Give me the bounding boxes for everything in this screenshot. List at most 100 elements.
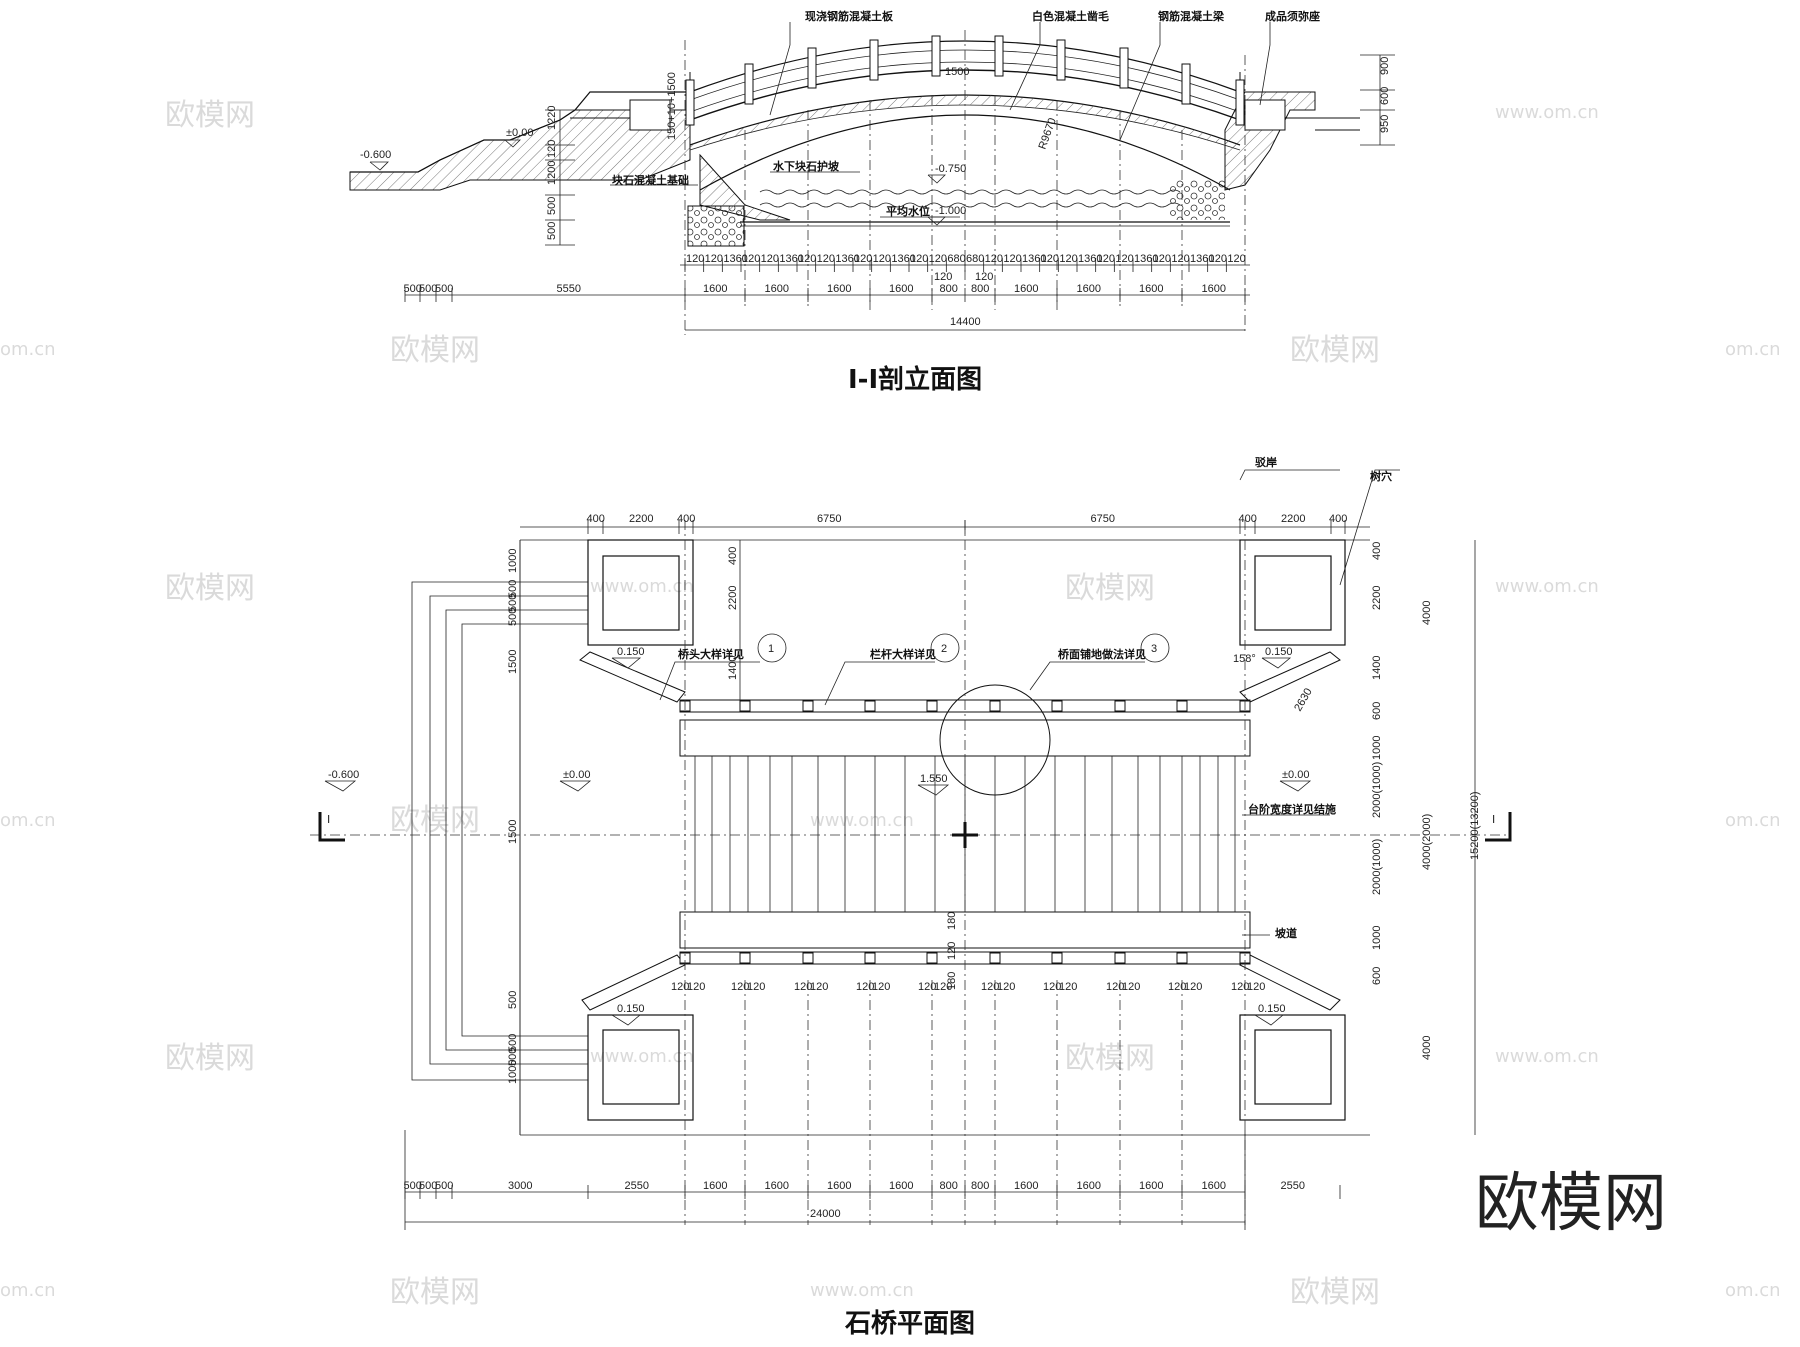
elev-marker bbox=[504, 139, 521, 148]
elev-marker bbox=[927, 174, 946, 184]
leader bbox=[1259, 22, 1271, 106]
dim-total-section: 14400 bbox=[950, 316, 981, 328]
dim-label: 120 bbox=[872, 981, 890, 993]
dim-label: 1600 bbox=[827, 1180, 851, 1192]
dim-label: 500 bbox=[507, 1048, 519, 1066]
dim-label: 120 bbox=[873, 253, 891, 265]
dim-label: 2550 bbox=[625, 1180, 649, 1192]
watermark: om.cn bbox=[0, 810, 56, 831]
watermark: 欧模网 bbox=[1290, 1275, 1380, 1310]
dim-vert-mid: 180 bbox=[946, 912, 958, 930]
watermark: www.om.cn bbox=[810, 1280, 914, 1301]
leader bbox=[824, 661, 935, 706]
railing-post bbox=[989, 700, 1001, 712]
cut-mark-right bbox=[1485, 812, 1512, 842]
dim-mid: 120 bbox=[975, 271, 993, 283]
dim-vert-mid: 120 bbox=[946, 942, 958, 960]
elev-label: 0.150 bbox=[1258, 1003, 1286, 1015]
dim-label: 600 bbox=[1371, 702, 1383, 720]
elev-label: ±0.00 bbox=[563, 769, 590, 781]
watermark: 欧模网 bbox=[1065, 571, 1155, 606]
right-riprap bbox=[1170, 180, 1225, 220]
watermark: 欧模网 bbox=[390, 333, 480, 368]
dim-label: 5550 bbox=[557, 283, 581, 295]
note-rubble-foundation: 块石混凝土基础 bbox=[612, 173, 689, 187]
elev-label: 0.150 bbox=[1265, 646, 1293, 658]
leader bbox=[659, 661, 760, 701]
dim-label: 500 bbox=[404, 283, 422, 295]
dim-left: 1200 bbox=[546, 161, 558, 185]
dim-label: 600 bbox=[1371, 967, 1383, 985]
note-water-level: 平均水位 bbox=[886, 204, 930, 218]
dim-label: 120 bbox=[686, 253, 704, 265]
dim-label: 2550 bbox=[1281, 1180, 1305, 1192]
dim-label: 120 bbox=[798, 253, 816, 265]
detail-circle bbox=[939, 684, 1051, 796]
railing-post bbox=[864, 700, 876, 712]
railing-post bbox=[926, 952, 938, 964]
railing-post bbox=[864, 952, 876, 964]
dim-label: 120 bbox=[1168, 981, 1186, 993]
dim-label: 120 bbox=[687, 981, 705, 993]
dim-label: 1600 bbox=[1014, 283, 1038, 295]
dim-label: 120 bbox=[1097, 253, 1115, 265]
note-ramp: 坡道 bbox=[1275, 926, 1297, 940]
dim-label: 1600 bbox=[1139, 1180, 1163, 1192]
dim-label: 1600 bbox=[1139, 283, 1163, 295]
callout-circle bbox=[757, 633, 787, 663]
dim-150: 150+10+1500 bbox=[666, 72, 678, 140]
dim-label: 1600 bbox=[1077, 283, 1101, 295]
dim-label: 1500 bbox=[507, 820, 519, 844]
brand-logo: 欧模网 bbox=[1475, 1167, 1667, 1241]
dim-label: 120 bbox=[731, 981, 749, 993]
dim-label: 2000(1000) bbox=[1371, 762, 1383, 818]
railing-post bbox=[1176, 952, 1188, 964]
railing-post bbox=[926, 700, 938, 712]
dim-label: 120 bbox=[1122, 981, 1140, 993]
dim-label: 120 bbox=[1227, 253, 1245, 265]
cut-label: Ⅰ bbox=[1492, 814, 1495, 826]
watermark: www.om.cn bbox=[1495, 576, 1599, 597]
dim-label: 120 bbox=[705, 253, 723, 265]
leader bbox=[769, 22, 791, 116]
dim-label: 120 bbox=[981, 981, 999, 993]
dim-label: 120 bbox=[817, 253, 835, 265]
watermark: www.om.cn bbox=[590, 576, 694, 597]
elev-label: ±0.00 bbox=[1282, 769, 1309, 781]
elev-label: -0.600 bbox=[328, 769, 359, 781]
dim-label: 120 bbox=[1209, 253, 1227, 265]
arch-fill bbox=[690, 95, 1240, 150]
dim-label: 120 bbox=[1231, 981, 1249, 993]
dim-label: 120 bbox=[747, 981, 765, 993]
dim-label: 800 bbox=[971, 1180, 989, 1192]
dim-label: 4000 bbox=[1421, 1036, 1433, 1060]
tree-pit bbox=[587, 539, 694, 646]
dim-left: 500 bbox=[546, 197, 558, 215]
note-white-concrete: 白色混凝土凿毛 bbox=[1032, 9, 1109, 23]
elev-label: 0.150 bbox=[617, 646, 645, 658]
railing-post bbox=[1114, 952, 1126, 964]
dim-label: 4000(2000) bbox=[1421, 814, 1433, 870]
watermark-layer: 欧模网 www.om.cn om.cn 欧模网 欧模网 om.cn 欧模网 ww… bbox=[0, 98, 1781, 1310]
plan-view: Ⅰ Ⅰ 1 2 3 驳岸 树穴 桥头大样详见 栏杆大样详见 桥面铺地做法详见 台… bbox=[310, 455, 1512, 1339]
step-outlines bbox=[411, 581, 588, 1081]
dim-label: 800 bbox=[971, 283, 989, 295]
dim-label: 120 bbox=[1153, 253, 1171, 265]
railing-post bbox=[739, 952, 751, 964]
tree-pit bbox=[1239, 1014, 1346, 1121]
railing-post bbox=[1051, 700, 1063, 712]
note-deck-slab: 现浇钢筋混凝土板 bbox=[805, 9, 894, 23]
dim-label: 120 bbox=[810, 981, 828, 993]
railing-post bbox=[1051, 952, 1063, 964]
watermark: 欧模网 bbox=[165, 571, 255, 606]
dim-label: 1600 bbox=[703, 283, 727, 295]
dim-label: 1600 bbox=[1077, 1180, 1101, 1192]
dim-label: 800 bbox=[940, 1180, 958, 1192]
leader bbox=[1339, 469, 1400, 586]
callout-circle bbox=[1140, 633, 1170, 663]
watermark: www.om.cn bbox=[590, 1046, 694, 1067]
watermark: 欧模网 bbox=[165, 1041, 255, 1076]
dim-vert-mid: 180 bbox=[946, 972, 958, 990]
